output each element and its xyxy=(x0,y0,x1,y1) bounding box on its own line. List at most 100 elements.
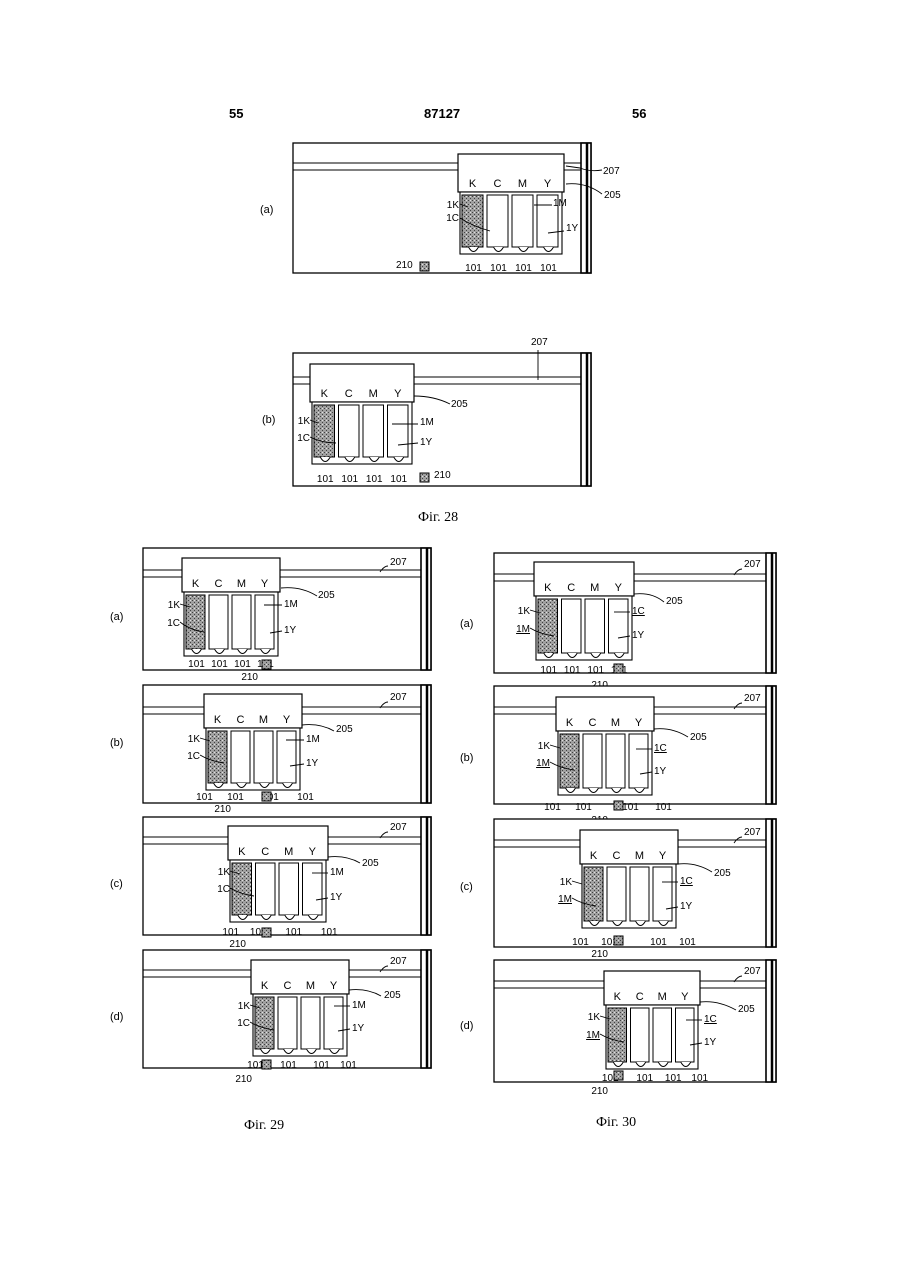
label-1m: 1M xyxy=(553,198,567,209)
label-1m: 1M xyxy=(536,758,550,769)
label-1y: 1Y xyxy=(352,1023,365,1034)
ink-tank-k xyxy=(232,863,252,915)
panel-tag: (d) xyxy=(460,1020,473,1032)
carriage-letter-c: C xyxy=(567,582,575,594)
panel-tag: (b) xyxy=(110,737,123,749)
wiper-210 xyxy=(614,1071,623,1080)
ink-tank-c xyxy=(583,734,602,788)
label-1y: 1Y xyxy=(284,625,297,636)
label-101: 101 xyxy=(665,1073,682,1084)
label-205: 205 xyxy=(714,868,731,879)
label-101: 101 xyxy=(655,802,672,813)
label-1y: 1Y xyxy=(306,758,319,769)
label-1m: 1M xyxy=(352,1000,366,1011)
carriage-letter-c: C xyxy=(345,388,353,400)
ink-tank-y xyxy=(303,863,323,915)
panel-tag: (b) xyxy=(262,414,275,426)
ink-tank-k xyxy=(208,731,227,783)
carriage-letter-k: K xyxy=(614,991,622,1003)
label-205: 205 xyxy=(384,990,401,1001)
label-210: 210 xyxy=(235,1074,252,1085)
carriage-letter-m: M xyxy=(590,582,599,594)
carriage-letter-c: C xyxy=(613,850,621,862)
wiper-210 xyxy=(262,792,271,801)
carriage-letter-c: C xyxy=(494,178,502,190)
panel-tag: (c) xyxy=(110,878,123,890)
label-101: 101 xyxy=(317,474,334,485)
ink-tank-y xyxy=(388,405,409,457)
label-207: 207 xyxy=(531,337,548,348)
wiper-210 xyxy=(262,660,271,669)
label-1m: 1M xyxy=(284,599,298,610)
label-101: 101 xyxy=(587,665,604,676)
ink-tank-m xyxy=(232,595,251,649)
fig30-panel-3: K101C101M101Y101210(d)2072051K1M1C1Y xyxy=(460,960,776,1097)
label-1k: 1K xyxy=(447,200,460,211)
label-101: 101 xyxy=(390,474,407,485)
label-101: 101 xyxy=(285,927,302,938)
label-101: 101 xyxy=(340,1060,357,1071)
label-1c: 1C xyxy=(680,876,693,887)
carriage-letter-m: M xyxy=(518,178,527,190)
label-207: 207 xyxy=(744,693,761,704)
ink-tank-k xyxy=(538,599,558,653)
label-1c: 1C xyxy=(217,884,230,895)
label-101: 101 xyxy=(297,792,314,803)
panel-tag: (d) xyxy=(110,1011,123,1023)
label-210: 210 xyxy=(591,949,608,960)
label-1y: 1Y xyxy=(680,901,693,912)
label-101: 101 xyxy=(222,927,239,938)
label-1k: 1K xyxy=(538,741,551,752)
label-1m: 1M xyxy=(558,894,572,905)
ink-tank-c xyxy=(631,1008,650,1062)
wiper-210 xyxy=(420,473,429,482)
carriage-letter-m: M xyxy=(369,388,378,400)
label-207: 207 xyxy=(390,822,407,833)
label-1k: 1K xyxy=(168,600,181,611)
label-205: 205 xyxy=(336,724,353,735)
ink-tank-y xyxy=(255,595,274,649)
carriage-letter-y: Y xyxy=(615,582,623,594)
ink-tank-y xyxy=(277,731,296,783)
ink-tank-m xyxy=(363,405,384,457)
ink-tank-y xyxy=(653,867,672,921)
wiper-210 xyxy=(614,936,623,945)
carriage-letter-c: C xyxy=(237,714,245,726)
fig28-caption: Фіг. 28 xyxy=(418,510,458,526)
label-101: 101 xyxy=(540,263,557,274)
label-205: 205 xyxy=(604,190,621,201)
ink-tank-c xyxy=(278,997,297,1049)
wiper-210 xyxy=(262,1060,271,1069)
carriage-letter-k: K xyxy=(469,178,477,190)
ink-tank-k xyxy=(314,405,335,457)
ink-tank-m xyxy=(512,195,533,247)
label-1m: 1M xyxy=(586,1030,600,1041)
label-101: 101 xyxy=(691,1073,708,1084)
carriage-letter-y: Y xyxy=(659,850,667,862)
wiper-210 xyxy=(262,928,271,937)
label-101: 101 xyxy=(313,1060,330,1071)
label-210: 210 xyxy=(241,672,258,683)
carriage-letter-y: Y xyxy=(681,991,689,1003)
fig30-caption: Фіг. 30 xyxy=(596,1115,636,1131)
carriage-letter-m: M xyxy=(237,578,246,590)
label-1c: 1C xyxy=(446,213,459,224)
label-101: 101 xyxy=(575,802,592,813)
wiper-210 xyxy=(420,262,429,271)
carriage-letter-y: Y xyxy=(283,714,291,726)
wiper-210 xyxy=(614,664,623,673)
carriage-letter-c: C xyxy=(284,980,292,992)
label-1m: 1M xyxy=(516,624,530,635)
ink-tank-m xyxy=(630,867,649,921)
carriage-letter-m: M xyxy=(635,850,644,862)
label-1m: 1M xyxy=(306,734,320,745)
fig28-panel-1: K101C101M101Y101210(b)2072051K1C1M1Y xyxy=(262,337,591,486)
carriage-letter-c: C xyxy=(636,991,644,1003)
label-1m: 1M xyxy=(330,867,344,878)
carriage-letter-m: M xyxy=(658,991,667,1003)
label-101: 101 xyxy=(564,665,581,676)
carriage-letter-k: K xyxy=(238,846,246,858)
carriage-letter-k: K xyxy=(566,717,574,729)
label-1k: 1K xyxy=(298,416,311,427)
